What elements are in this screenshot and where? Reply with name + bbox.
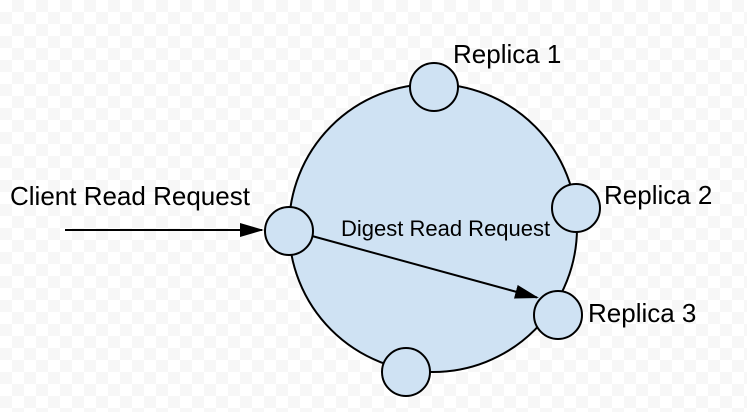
client-read-request-label: Client Read Request bbox=[10, 181, 251, 211]
replica-3-node bbox=[533, 290, 583, 340]
replica-2-node bbox=[551, 183, 601, 233]
replica-2-label: Replica 2 bbox=[604, 180, 712, 210]
replica-1-node bbox=[409, 62, 459, 112]
bottom-node bbox=[381, 347, 431, 397]
coordinator-node bbox=[264, 206, 314, 256]
digest-read-arrow bbox=[311, 235, 539, 299]
replica-3-label: Replica 3 bbox=[588, 298, 696, 328]
digest-read-request-label: Digest Read Request bbox=[341, 216, 550, 241]
replica-1-label: Replica 1 bbox=[453, 39, 561, 69]
